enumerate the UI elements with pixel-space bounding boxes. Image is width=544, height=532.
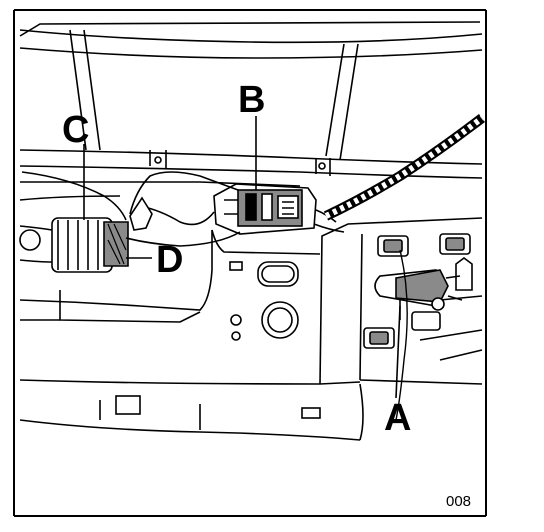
right-bracket [363,233,483,361]
figure-number: 008 [446,493,471,510]
label-a: A [384,397,411,439]
component-a-switch [374,269,463,311]
leader-lines [83,116,401,399]
label-d: D [156,239,183,281]
figure-frame [13,9,487,517]
wiring-harness [21,171,408,421]
label-c: C [62,109,89,151]
component-c-bellows [19,217,129,273]
label-b: B [238,79,265,121]
upper-bodywork [19,21,483,161]
braided-loom [323,114,486,221]
component-b-relay [213,183,317,235]
